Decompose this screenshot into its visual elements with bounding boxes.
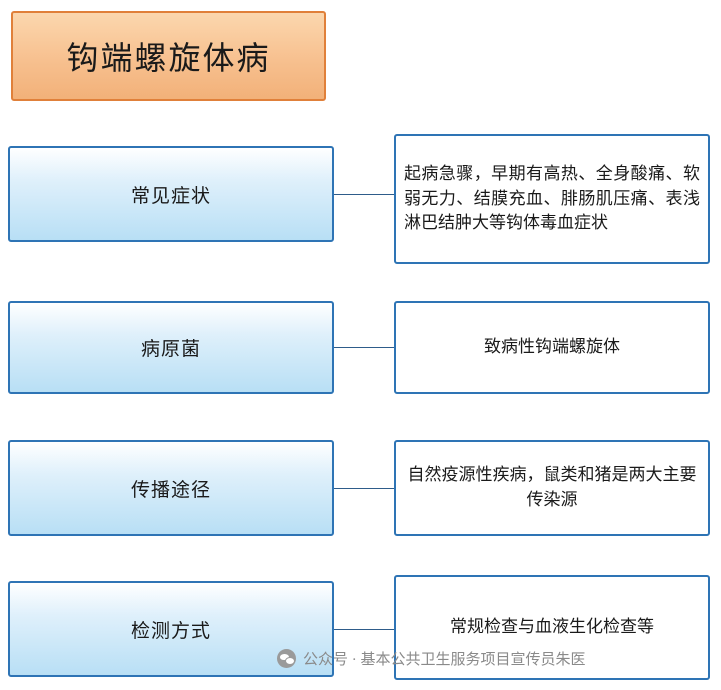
content-text-symptoms: 起病急骤，早期有高热、全身酸痛、软弱无力、结膜充血、腓肠肌压痛、表浅淋巴结肿大等… <box>404 164 700 233</box>
connector-line-2 <box>334 347 394 348</box>
watermark-text: 公众号 · 基本公共卫生服务项目宣传员朱医 <box>303 652 586 668</box>
label-box-transmission: 传播途径 <box>8 440 334 536</box>
connector-line-3 <box>334 488 394 489</box>
label-text-transmission: 传播途径 <box>130 479 211 501</box>
content-text-transmission: 自然疫源性疾病，鼠类和猪是两大主要传染源 <box>407 465 697 509</box>
content-text-pathogen: 致病性钩端螺旋体 <box>484 337 620 357</box>
content-text-detection: 常规检查与血液生化检查等 <box>450 617 654 637</box>
content-box-symptoms: 起病急骤，早期有高热、全身酸痛、软弱无力、结膜充血、腓肠肌压痛、表浅淋巴结肿大等… <box>394 134 710 264</box>
wechat-icon <box>277 649 296 668</box>
label-box-symptoms: 常见症状 <box>8 146 334 242</box>
label-text-symptoms: 常见症状 <box>130 185 211 207</box>
page-title: 钩端螺旋体病 <box>66 40 271 76</box>
label-text-detection: 检测方式 <box>130 620 211 642</box>
watermark: 公众号 · 基本公共卫生服务项目宣传员朱医 <box>277 648 586 669</box>
connector-line-4 <box>334 629 394 630</box>
label-text-pathogen: 病原菌 <box>140 339 201 360</box>
label-box-detection: 检测方式 <box>8 581 334 677</box>
content-box-detection: 常规检查与血液生化检查等 <box>394 575 710 680</box>
connector-line-1 <box>334 194 394 195</box>
diagram-title-box: 钩端螺旋体病 <box>11 11 326 101</box>
content-box-pathogen: 致病性钩端螺旋体 <box>394 301 710 394</box>
label-box-pathogen: 病原菌 <box>8 301 334 394</box>
content-box-transmission: 自然疫源性疾病，鼠类和猪是两大主要传染源 <box>394 440 710 536</box>
